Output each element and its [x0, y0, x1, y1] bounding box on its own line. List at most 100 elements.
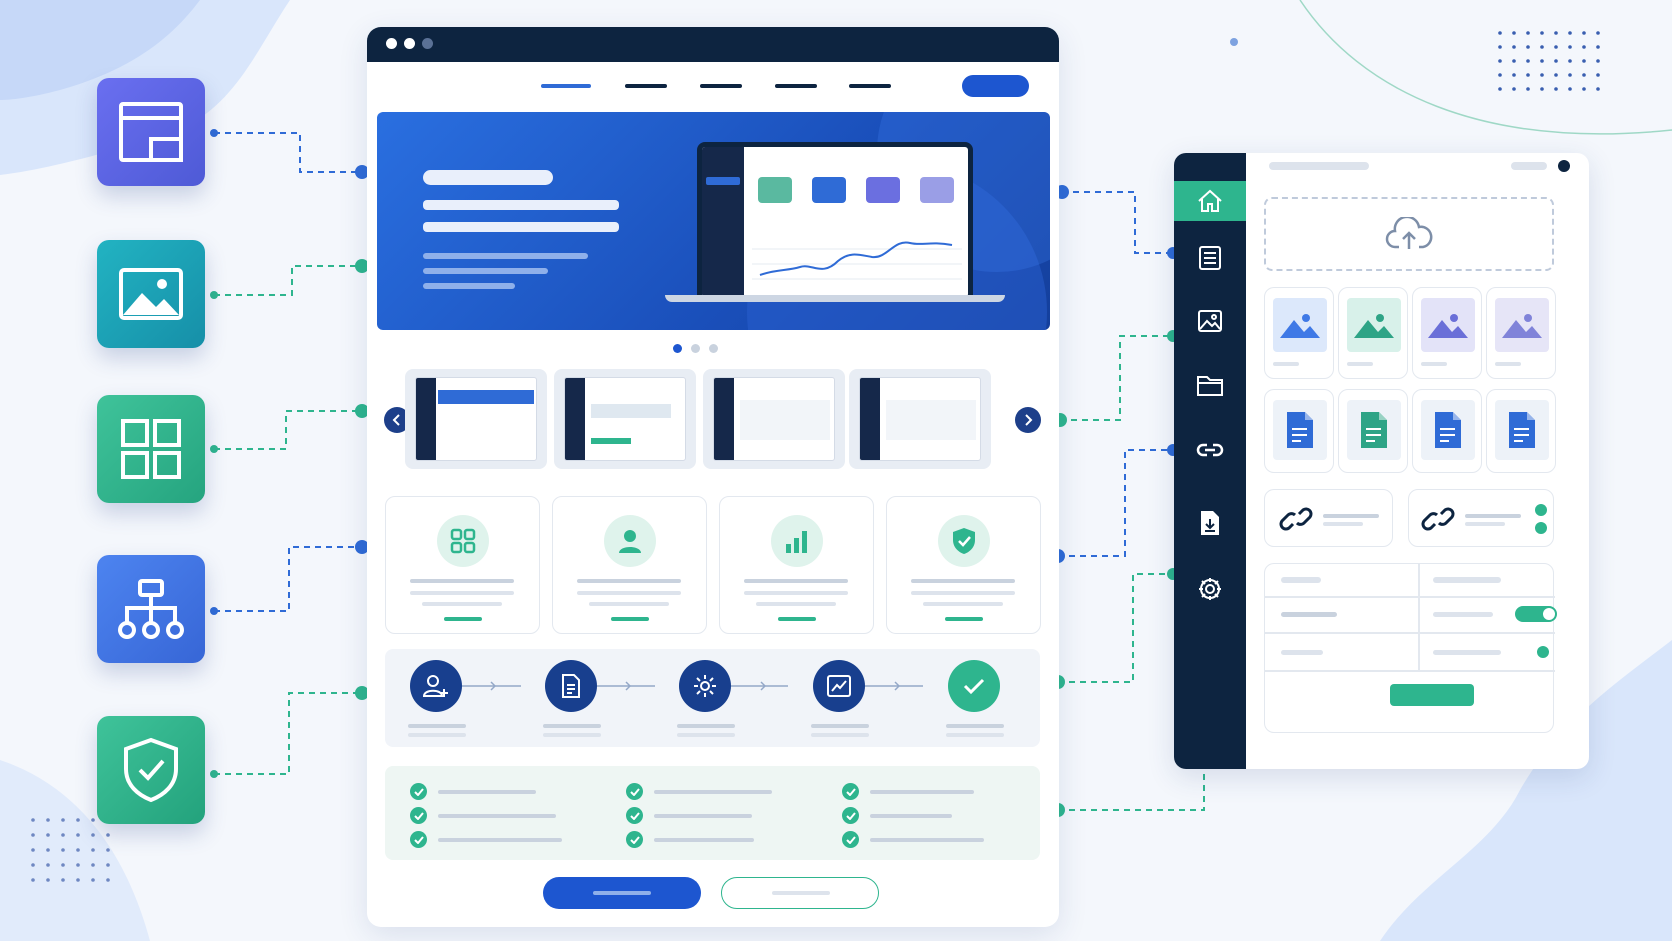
- image-tile[interactable]: [97, 240, 205, 348]
- document-thumbnail-icon: [1421, 400, 1475, 460]
- nav-item-5[interactable]: [849, 84, 891, 88]
- gallery-image-card[interactable]: [1486, 287, 1556, 379]
- image-thumbnail-icon: [1495, 298, 1549, 352]
- gallery-image-card[interactable]: [1412, 287, 1482, 379]
- sidebar-item-list[interactable]: [1174, 238, 1246, 278]
- gear-icon: [694, 675, 716, 697]
- document-thumbnail-icon: [1347, 400, 1401, 460]
- nav-item-1[interactable]: [541, 84, 591, 88]
- user-plus-icon: [423, 675, 448, 697]
- sidebar-item-folders[interactable]: [1174, 365, 1246, 405]
- link-card-2[interactable]: [1408, 489, 1554, 547]
- settings-toggle[interactable]: [1515, 606, 1557, 622]
- nav-item-3[interactable]: [700, 84, 742, 88]
- checklist-item-text: [870, 838, 984, 842]
- primary-button[interactable]: [543, 877, 701, 909]
- document-thumbnail-icon: [1495, 400, 1549, 460]
- sidebar-item-settings[interactable]: [1174, 569, 1246, 609]
- gallery-document-card[interactable]: [1486, 389, 1556, 473]
- checklist-item-text: [870, 790, 974, 794]
- carousel-dot-3[interactable]: [709, 344, 718, 353]
- layout-icon: [119, 102, 183, 162]
- window-maximize-dot[interactable]: [422, 38, 433, 49]
- checklist-item-text: [438, 838, 562, 842]
- browser-window: [367, 27, 1059, 927]
- upload-dropzone[interactable]: [1264, 197, 1554, 271]
- carousel-dot-2[interactable]: [691, 344, 700, 353]
- gallery-image-card[interactable]: [1338, 287, 1408, 379]
- step-5-complete[interactable]: [948, 660, 1000, 712]
- checklist-panel: [385, 766, 1040, 860]
- cloud-upload-icon: [1385, 217, 1433, 249]
- check-circle-icon: [842, 807, 859, 824]
- layout-tile[interactable]: [97, 78, 205, 186]
- window-minimize-dot[interactable]: [404, 38, 415, 49]
- feature-card-4[interactable]: [886, 496, 1041, 634]
- gallery-document-card[interactable]: [1338, 389, 1408, 473]
- thumbnail-2[interactable]: [554, 369, 696, 469]
- nav-item-2[interactable]: [625, 84, 667, 88]
- sidebar-item-links[interactable]: [1174, 430, 1246, 470]
- step-4-analyze[interactable]: [813, 660, 865, 712]
- status-dot: [1537, 646, 1549, 658]
- security-tile[interactable]: [97, 716, 205, 824]
- sidebar-item-home[interactable]: [1174, 181, 1246, 221]
- link-icon: [1196, 443, 1224, 457]
- save-button[interactable]: [1390, 684, 1474, 706]
- nav-item-4[interactable]: [775, 84, 817, 88]
- hero-text-line-1: [423, 253, 588, 259]
- check-circle-icon: [842, 831, 859, 848]
- bar-chart-icon: [786, 531, 807, 553]
- feature-card-1[interactable]: [385, 496, 540, 634]
- slider-next-button[interactable]: [1015, 407, 1041, 433]
- step-2-document[interactable]: [545, 660, 597, 712]
- thumbnail-1[interactable]: [405, 369, 547, 469]
- gallery-document-card[interactable]: [1412, 389, 1482, 473]
- file-download-icon: [1201, 511, 1219, 535]
- check-circle-icon: [626, 831, 643, 848]
- gallery-document-card[interactable]: [1264, 389, 1334, 473]
- gallery-image-card[interactable]: [1264, 287, 1334, 379]
- thumbnail-4[interactable]: [849, 369, 991, 469]
- grid-icon: [450, 528, 476, 554]
- laptop-line-chart: [752, 241, 962, 280]
- window-close-dot[interactable]: [386, 38, 397, 49]
- document-thumbnail-icon: [1273, 400, 1327, 460]
- chevron-right-icon: [1025, 414, 1033, 426]
- secondary-button[interactable]: [721, 877, 879, 909]
- sidebar-item-images[interactable]: [1174, 301, 1246, 341]
- step-3-configure[interactable]: [679, 660, 731, 712]
- process-arrows: [461, 681, 923, 691]
- shield-check-icon: [953, 528, 975, 554]
- analytics-icon: [827, 675, 851, 697]
- thumbnail-3[interactable]: [703, 369, 845, 469]
- checklist-item-text: [438, 790, 536, 794]
- laptop-mockup: [665, 142, 1005, 302]
- user-avatar[interactable]: [1558, 160, 1570, 172]
- checklist-item-text: [870, 814, 952, 818]
- feature-card-3[interactable]: [719, 496, 874, 634]
- image-icon: [119, 268, 183, 320]
- sitemap-tile[interactable]: [97, 555, 205, 663]
- grid-layout-tile[interactable]: [97, 395, 205, 503]
- hero-subtitle-line-2: [423, 222, 619, 232]
- grid-layout-icon: [121, 419, 181, 479]
- feature-card-2[interactable]: [552, 496, 707, 634]
- panel-header-title: [1269, 162, 1369, 170]
- image-thumbnail-icon: [1421, 298, 1475, 352]
- check-circle-icon: [626, 783, 643, 800]
- hero-text-line-3: [423, 283, 515, 289]
- checklist-item-text: [654, 838, 754, 842]
- nav-cta-button[interactable]: [962, 75, 1029, 97]
- feature-icon-circle: [938, 515, 990, 567]
- sidebar-item-downloads[interactable]: [1174, 503, 1246, 543]
- check-icon: [963, 678, 985, 695]
- link-card-1[interactable]: [1264, 489, 1393, 547]
- hero-banner: [377, 112, 1050, 330]
- folder-icon: [1197, 376, 1223, 396]
- list-icon: [1199, 246, 1221, 270]
- sidebar: [1174, 153, 1246, 769]
- step-1-register[interactable]: [410, 660, 462, 712]
- carousel-dot-1[interactable]: [673, 344, 682, 353]
